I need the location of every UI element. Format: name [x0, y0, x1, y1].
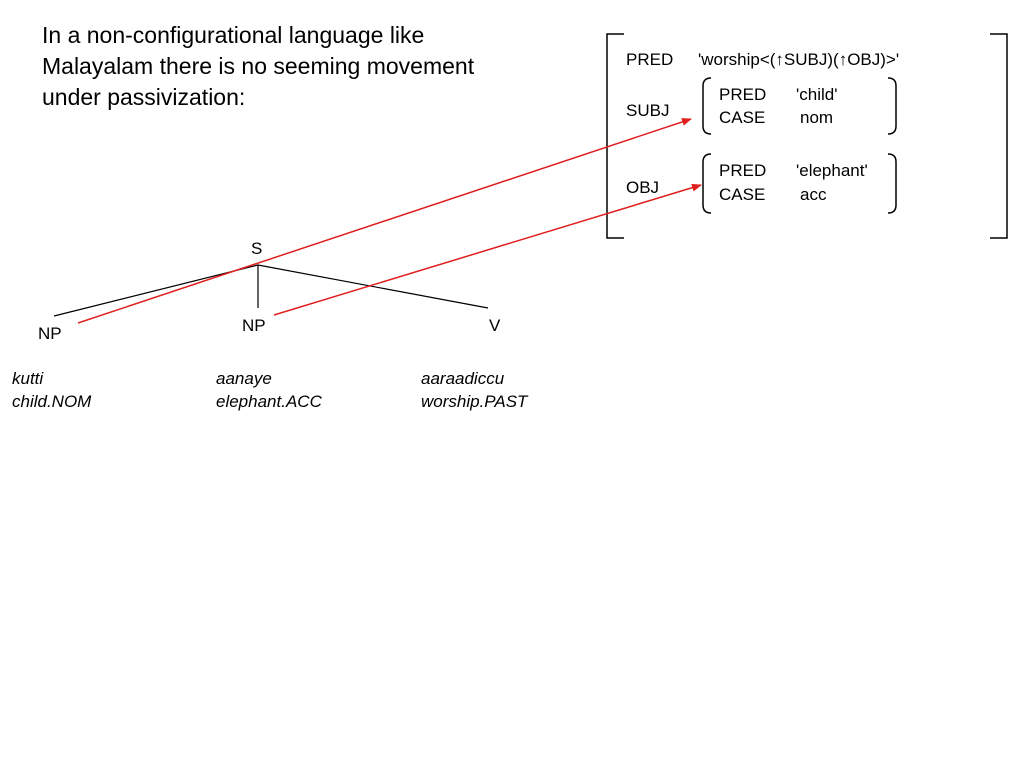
branch-s-np1: [53, 264, 259, 317]
mapping-arrow-np2-obj: [273, 183, 702, 316]
word-kutti: kutti: [12, 369, 44, 388]
subj-right-bracket: [887, 77, 897, 135]
gloss-column-2: aanaye elephant.ACC: [216, 367, 322, 413]
gloss-child-nom: child.NOM: [12, 392, 92, 411]
word-aanaye: aanaye: [216, 369, 272, 388]
fs-pred-attr: PRED: [626, 50, 674, 69]
gloss-worship-past: worship.PAST: [421, 392, 528, 411]
outer-left-bracket: [606, 33, 624, 239]
obj-pred-value: 'elephant': [796, 161, 868, 180]
mapping-arrow-np1-subj: [77, 118, 692, 324]
intro-line-1: In a non-configurational language like: [42, 22, 425, 48]
fs-pred-value: 'worship<(↑SUBJ)(↑OBJ)>': [698, 50, 900, 69]
gloss-column-1: kutti child.NOM: [12, 367, 91, 413]
subj-left-bracket: [702, 77, 712, 135]
tree-node-np1: NP: [38, 324, 62, 343]
obj-pred-attr: PRED: [719, 161, 767, 180]
intro-line-3: under passivization:: [42, 84, 246, 110]
intro-line-2: Malayalam there is no seeming movement: [42, 53, 475, 79]
subj-case-attr: CASE: [719, 108, 766, 127]
word-aaraadiccu: aaraadiccu: [421, 369, 505, 388]
branch-s-v: [257, 264, 489, 309]
fs-subj-attr: SUBJ: [626, 101, 670, 120]
subj-pred-value: 'child': [796, 85, 838, 104]
obj-left-bracket: [702, 153, 712, 214]
subj-pred-attr: PRED: [719, 85, 767, 104]
obj-case-attr: CASE: [719, 185, 766, 204]
intro-text: In a non-configurational language like M…: [42, 20, 562, 113]
tree-node-np2: NP: [242, 316, 266, 335]
outer-right-bracket: [990, 33, 1008, 239]
gloss-elephant-acc: elephant.ACC: [216, 392, 322, 411]
subj-case-value: nom: [800, 108, 834, 127]
fs-obj-attr: OBJ: [626, 178, 660, 197]
obj-case-value: acc: [800, 185, 827, 204]
obj-right-bracket: [887, 153, 897, 214]
tree-node-s: S: [251, 239, 263, 258]
tree-node-v: V: [489, 316, 501, 335]
gloss-column-3: aaraadiccu worship.PAST: [421, 367, 527, 413]
